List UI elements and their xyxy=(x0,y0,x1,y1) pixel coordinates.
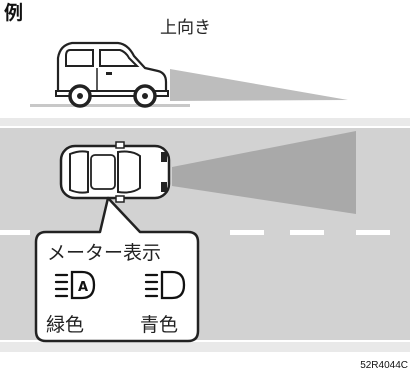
auto-high-beam-icon xyxy=(54,270,96,300)
high-beam-icon xyxy=(144,270,186,300)
green-color-caption: 緑色 xyxy=(46,314,84,336)
blue-color-caption: 青色 xyxy=(140,314,178,336)
side-view-light-beam xyxy=(170,69,348,101)
meter-display-callout xyxy=(34,196,200,343)
example-heading: 例 xyxy=(4,1,23,24)
side-view-car-icon xyxy=(55,41,169,108)
upward-label: 上向き xyxy=(160,18,211,38)
top-view-light-beam xyxy=(172,131,356,214)
lane-divider xyxy=(0,230,390,235)
side-view-ground xyxy=(30,104,190,107)
auto-high-beam-letter: A xyxy=(78,280,88,295)
meter-display-label: メーター表示 xyxy=(47,242,161,264)
top-view-car-icon xyxy=(59,141,171,203)
figure-code: 52R4044C xyxy=(360,360,408,371)
